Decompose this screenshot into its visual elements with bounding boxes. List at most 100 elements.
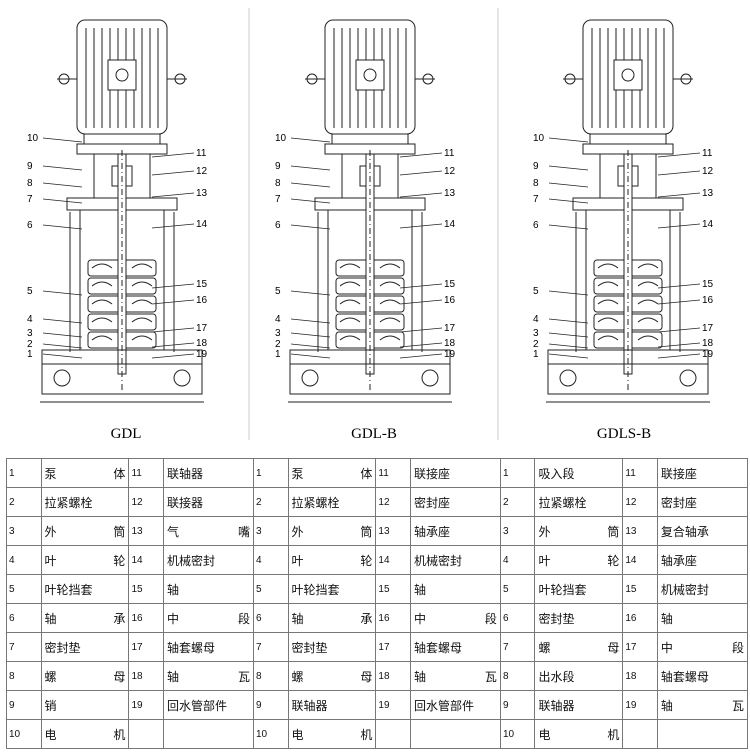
part-name: 轴承座 bbox=[656, 545, 749, 575]
callout-leader bbox=[151, 283, 195, 289]
callout-number-left: 8 bbox=[533, 178, 539, 189]
part-number: 5 bbox=[6, 574, 42, 604]
part-number: 14 bbox=[375, 545, 411, 575]
part-name: 机械密封 bbox=[162, 545, 254, 575]
callout-number-right: 17 bbox=[702, 323, 714, 334]
pump-drawing-1 bbox=[40, 19, 204, 403]
callout-leader bbox=[657, 353, 701, 359]
part-name: 电 机 bbox=[534, 719, 624, 749]
callout-number-left: 1 bbox=[533, 349, 539, 360]
part-number: 8 bbox=[499, 661, 536, 691]
part-name: 联接座 bbox=[656, 458, 749, 488]
callout-number-left: 6 bbox=[275, 220, 281, 231]
callout-number-right: 16 bbox=[196, 295, 208, 306]
callout-leader bbox=[399, 152, 443, 158]
callout-number-right: 11 bbox=[444, 148, 455, 159]
callout-number-left: 9 bbox=[27, 161, 33, 172]
impeller bbox=[339, 263, 401, 269]
terminal-box-cover bbox=[363, 68, 377, 82]
part-name: 复合轴承 bbox=[656, 516, 749, 546]
callout-leader bbox=[290, 182, 331, 188]
callout-number-left: 5 bbox=[533, 286, 539, 297]
part-name: 轴套螺母 bbox=[409, 632, 501, 662]
callout-leader bbox=[399, 353, 443, 359]
figure-caption: GDL bbox=[111, 426, 142, 442]
figure-caption: GDLS-B bbox=[597, 426, 651, 442]
part-name: 密封垫 bbox=[40, 632, 130, 662]
callout-leader bbox=[548, 198, 589, 204]
part-number: 9 bbox=[6, 690, 42, 720]
part-number: 4 bbox=[6, 545, 42, 575]
callout-leader bbox=[151, 353, 195, 359]
callout-leader bbox=[42, 290, 83, 296]
callout-number-left: 10 bbox=[275, 133, 287, 144]
part-name: 出水段 bbox=[534, 661, 624, 691]
callout-number-left: 8 bbox=[275, 178, 281, 189]
part-number bbox=[128, 719, 164, 749]
callout-leader bbox=[290, 290, 331, 296]
callout-leader bbox=[399, 170, 443, 176]
part-name: 联接器 bbox=[162, 487, 254, 517]
callout-number-left: 4 bbox=[27, 314, 33, 325]
part-number: 7 bbox=[252, 632, 289, 662]
impeller bbox=[91, 335, 153, 341]
part-name: 螺 母 bbox=[40, 661, 130, 691]
inlet-flange bbox=[301, 369, 319, 387]
part-number bbox=[375, 719, 411, 749]
callout-number-right: 19 bbox=[444, 349, 456, 360]
impeller bbox=[91, 299, 153, 305]
callout-number-right: 14 bbox=[702, 219, 714, 230]
part-name: 拉紧螺栓 bbox=[40, 487, 130, 517]
callout-leader bbox=[657, 283, 701, 289]
part-number: 19 bbox=[128, 690, 164, 720]
callout-number-right: 18 bbox=[702, 338, 714, 349]
callout-number-right: 15 bbox=[702, 279, 714, 290]
part-name bbox=[656, 719, 749, 749]
motor-flange bbox=[83, 133, 161, 145]
callout-number-right: 16 bbox=[444, 295, 456, 306]
callout-leader bbox=[42, 332, 83, 338]
pump-drawing-3 bbox=[546, 19, 710, 403]
part-name: 回水管部件 bbox=[409, 690, 501, 720]
part-name: 中 段 bbox=[162, 603, 254, 633]
terminal-box bbox=[107, 59, 137, 91]
callout-leader bbox=[42, 343, 83, 349]
callout-leader bbox=[657, 223, 701, 229]
callout-leader bbox=[290, 198, 331, 204]
impeller bbox=[597, 263, 659, 269]
part-number: 12 bbox=[622, 487, 658, 517]
part-name: 联轴器 bbox=[162, 458, 254, 488]
figure-caption: GDL-B bbox=[351, 426, 397, 442]
part-name: 外 筒 bbox=[534, 516, 624, 546]
outlet-flange bbox=[679, 369, 697, 387]
part-name: 泵 体 bbox=[40, 458, 130, 488]
callout-number-left: 2 bbox=[275, 339, 281, 350]
part-name: 叶轮挡套 bbox=[287, 574, 377, 604]
part-name: 轴 bbox=[656, 603, 749, 633]
inlet-flange bbox=[559, 369, 577, 387]
part-name: 泵 体 bbox=[287, 458, 377, 488]
part-number: 7 bbox=[499, 632, 536, 662]
impeller bbox=[339, 281, 401, 287]
part-name: 叶轮挡套 bbox=[534, 574, 624, 604]
part-name: 密封垫 bbox=[287, 632, 377, 662]
callout-leader bbox=[399, 327, 443, 333]
part-name: 气 嘴 bbox=[162, 516, 254, 546]
callout-number-right: 13 bbox=[444, 188, 456, 199]
part-number: 14 bbox=[622, 545, 658, 575]
callout-number-right: 14 bbox=[444, 219, 456, 230]
callout-leader bbox=[548, 137, 589, 143]
part-number: 2 bbox=[6, 487, 42, 517]
callout-leader bbox=[290, 224, 331, 230]
callout-leader bbox=[42, 182, 83, 188]
callout-leader bbox=[42, 318, 83, 324]
part-number: 15 bbox=[375, 574, 411, 604]
callout-number-left: 5 bbox=[27, 286, 33, 297]
motor-flange bbox=[589, 133, 667, 145]
part-name: 密封座 bbox=[656, 487, 749, 517]
